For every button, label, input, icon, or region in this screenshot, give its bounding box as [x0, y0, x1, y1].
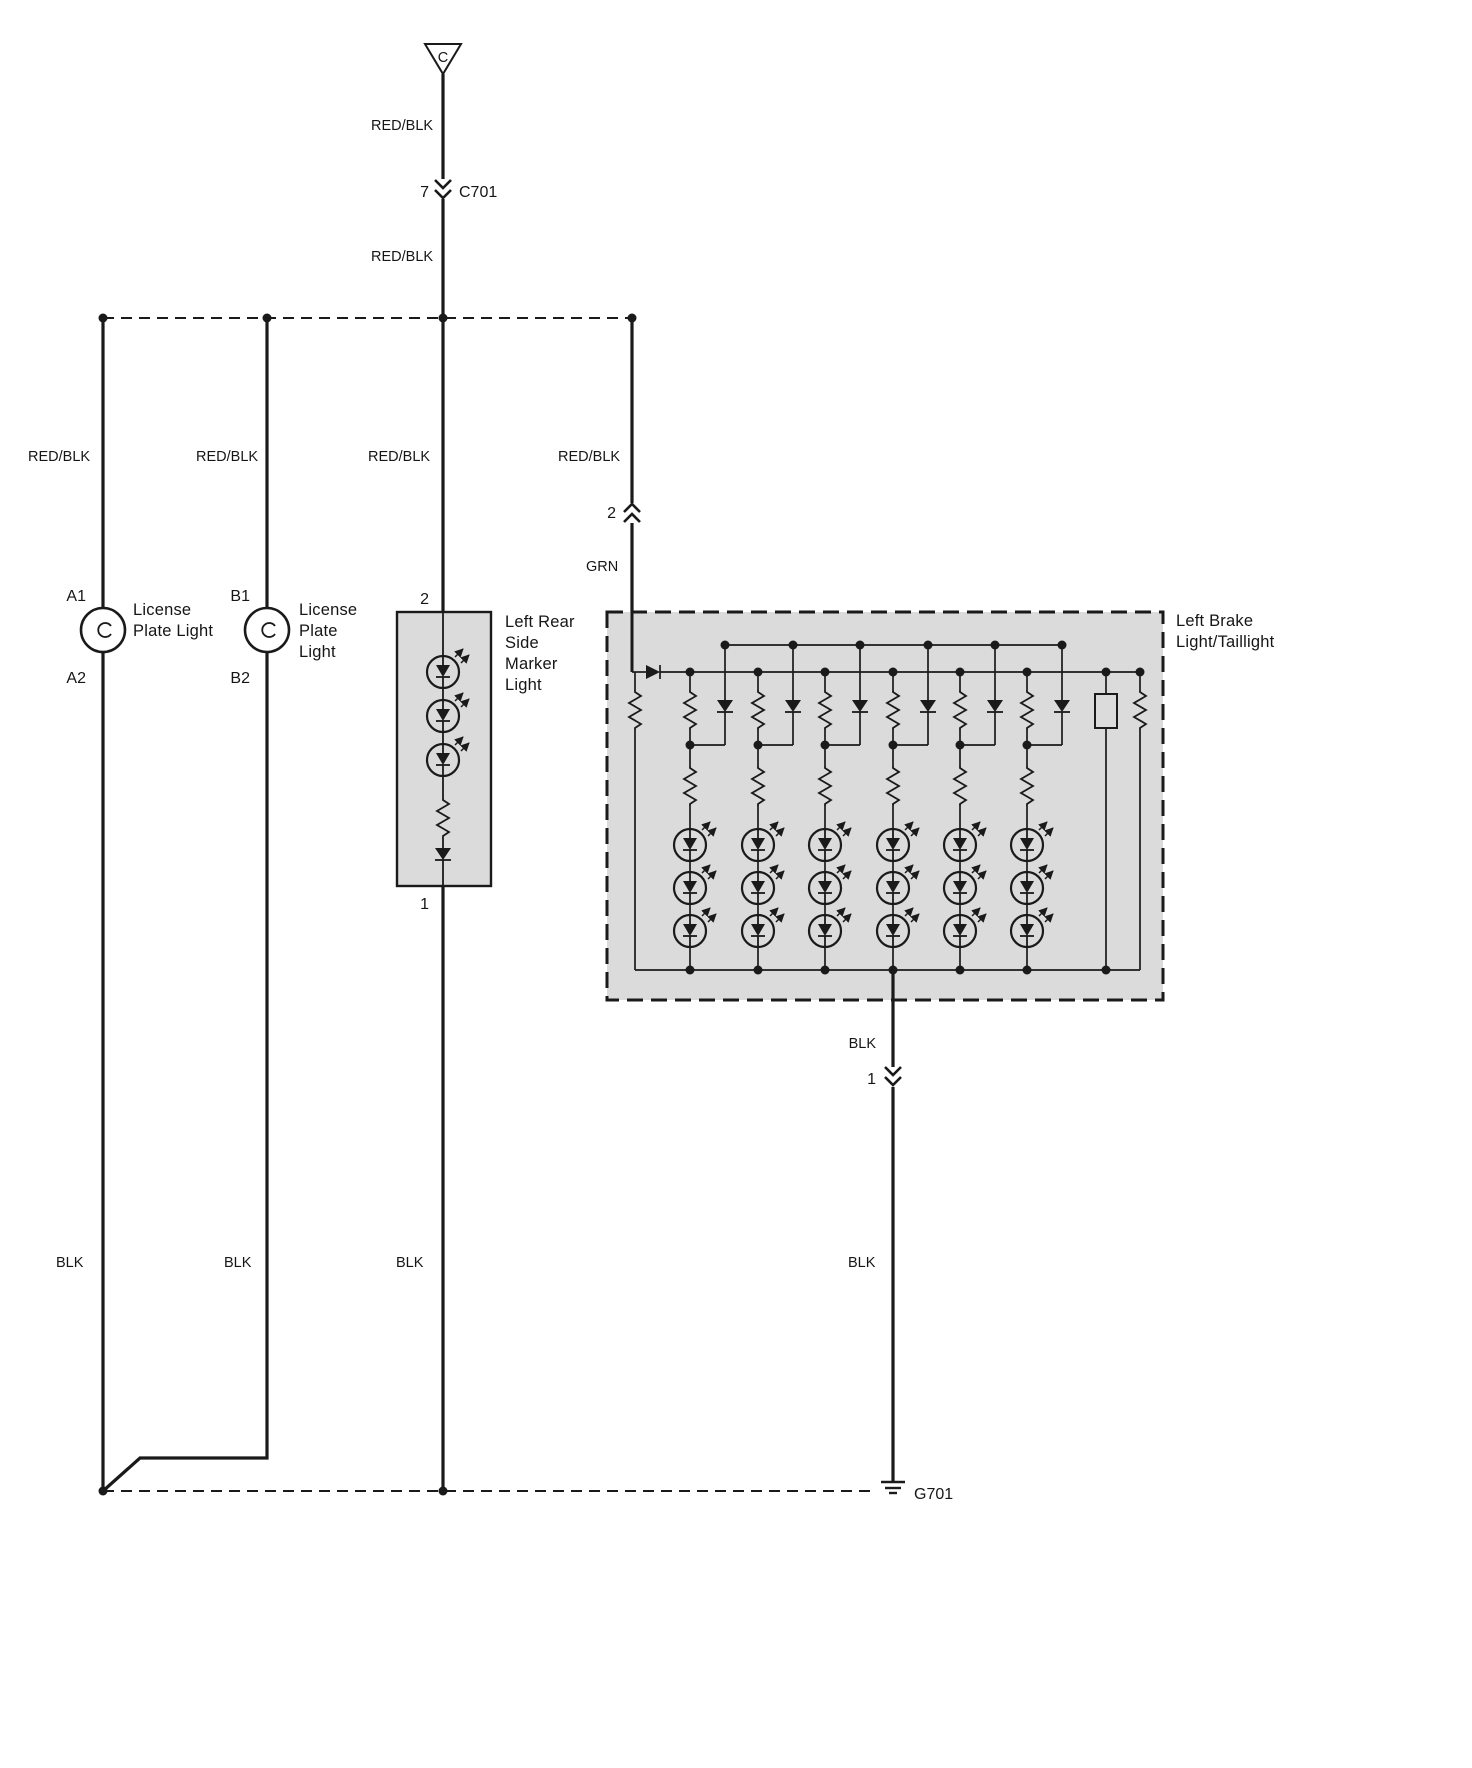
wire-color-label: RED/BLK — [558, 449, 620, 465]
ground-icon — [881, 1480, 905, 1495]
component-name: Left Rear — [505, 613, 575, 631]
junction-dot — [1135, 667, 1145, 677]
pin-label: 2 — [420, 591, 429, 608]
pin-label: 1 — [867, 1071, 876, 1088]
wire-color-label: RED/BLK — [371, 249, 433, 265]
component-name: Light — [505, 676, 542, 694]
pin-label: 1 — [420, 896, 429, 913]
wire-color-label: GRN — [586, 559, 618, 575]
bulb-icon-license-b — [243, 606, 291, 654]
branch-b-wire — [101, 318, 269, 1493]
junction-dot — [1101, 667, 1111, 677]
component-name: Light/Taillight — [1176, 633, 1275, 651]
triangle-letter: C — [438, 50, 448, 66]
connector-2-icon — [622, 502, 642, 524]
wire-color-label: BLK — [224, 1255, 252, 1271]
pin-label: A1 — [66, 588, 86, 605]
pin-label: B2 — [230, 670, 250, 687]
connector-pin-label: 7 — [420, 184, 429, 201]
junction-dot — [98, 1486, 108, 1496]
wire-color-label: BLK — [849, 1036, 877, 1052]
wire-color-label: RED/BLK — [28, 449, 90, 465]
diagram-labels: C RED/BLK 7 C701 RED/BLK RED/BLK A1 Lice… — [28, 50, 1275, 1503]
bulb-icon-license-a — [79, 606, 127, 654]
wire-color-label: RED/BLK — [368, 449, 430, 465]
bottom-rail-junction-dots — [98, 1486, 448, 1496]
connector-1-icon — [883, 1065, 903, 1087]
wire-color-label: RED/BLK — [196, 449, 258, 465]
junction-dot — [438, 1486, 448, 1496]
power-feed-triangle-icon — [423, 43, 463, 76]
side-marker-internals — [427, 612, 469, 886]
wire-color-label: BLK — [56, 1255, 84, 1271]
component-name: License — [133, 601, 191, 619]
series-diode-icon — [646, 665, 660, 679]
connector-c701-icon — [433, 178, 453, 200]
component-name: License — [299, 601, 357, 619]
ground-name: G701 — [914, 1486, 953, 1503]
component-name: Marker — [505, 655, 558, 673]
component-name: Left Brake — [1176, 612, 1253, 630]
connector-name: C701 — [459, 184, 497, 201]
component-name: Side — [505, 634, 539, 652]
wire-color-label: RED/BLK — [371, 118, 433, 134]
wire-color-label: BLK — [848, 1255, 876, 1271]
side-marker-module-box — [395, 610, 493, 888]
diagram-artwork — [79, 43, 1165, 1496]
pin-label: B1 — [230, 588, 250, 605]
brake-taillight-internals — [628, 612, 1147, 975]
brake-taillight-module-box — [605, 610, 1165, 1002]
component-name: Light — [299, 643, 336, 661]
component-name: Plate — [299, 622, 338, 640]
component-name: Plate Light — [133, 622, 213, 640]
wire-color-label: BLK — [396, 1255, 424, 1271]
pin-label: A2 — [66, 670, 86, 687]
pin-label: 2 — [607, 505, 616, 522]
junction-dot — [1101, 965, 1111, 975]
